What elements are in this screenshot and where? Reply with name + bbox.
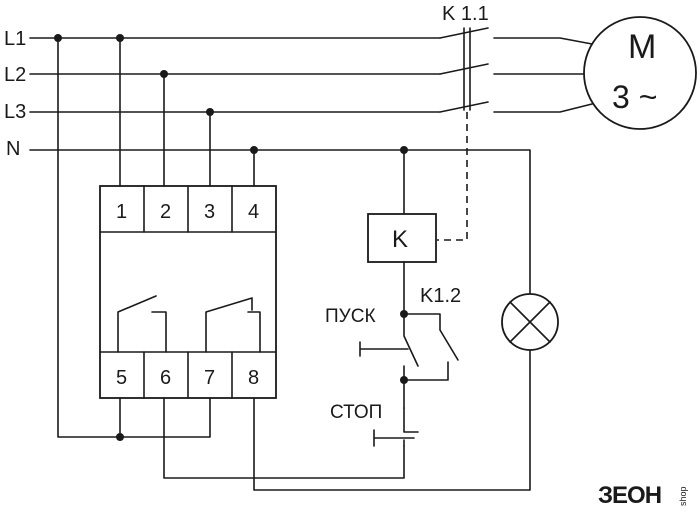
relay-bottom-dividers [143,351,233,399]
terminal-5: 5 [116,367,127,389]
coil-label: K [392,226,408,253]
label-l2: L2 [4,64,26,86]
relay-contact-right [205,297,261,353]
junction-l2-relay [160,70,168,78]
stop-button-contact [403,407,419,447]
aux-contact-k12 [403,313,459,381]
main-contactor: K 1.1 [437,3,593,241]
relay-module: 1 2 3 4 5 6 7 8 [99,185,277,399]
main-contact-l3-out [493,103,593,113]
relay-feed-wires [119,37,255,187]
indicator-lamp [501,293,559,351]
brand-suffix: shop [678,486,688,506]
relay-contact-left [117,295,167,353]
terminal-7: 7 [204,367,215,389]
motor-circle [583,16,697,130]
brand-watermark: ЗЕОН shop [598,482,688,509]
terminal-2: 2 [160,201,171,223]
junction-start-bottom [400,376,408,384]
stop-button-actuator [373,429,415,447]
control-circuit: K K1.2 ПУСК СТОП [325,146,461,447]
main-contact-l1-out [493,37,593,45]
junction-start-top [400,310,408,318]
junction-bottom-5 [116,433,124,441]
wire-6-to-stop [163,397,405,479]
brand-logo: ЗЕОН [598,482,661,509]
start-button-actuator [359,341,409,357]
aux-contact-label: K1.2 [420,285,461,307]
junction-l3-relay [206,108,214,116]
start-button-label: ПУСК [325,306,376,327]
motor: M 3 ~ [583,16,697,130]
relay-bottom-wires [57,37,405,479]
terminal-8: 8 [248,367,259,389]
motor-phase-label: 3 ~ [612,79,657,115]
supply-buses [29,37,531,491]
bus-n [29,149,531,491]
mechanical-link-dashed [437,112,468,241]
main-contactor-label: K 1.1 [442,3,489,25]
junction-coil-top [400,146,408,154]
terminal-6: 6 [160,367,171,389]
start-button-contact [403,313,419,381]
junction-dots [54,34,258,441]
terminal-3: 3 [204,201,215,223]
junction-n-relay [250,146,258,154]
relay-top-dividers [143,185,233,233]
junction-l1-relay [116,34,124,42]
motor-symbol: M [628,28,656,66]
label-l1: L1 [4,28,26,50]
coil-k [367,213,437,263]
stop-button-label: СТОП [330,402,382,423]
label-l3: L3 [4,101,26,123]
terminal-4: 4 [248,201,259,223]
junction-l1-left [54,34,62,42]
terminal-1: 1 [116,201,127,223]
wire-l1-return [57,37,211,438]
label-n: N [6,138,20,160]
line-labels: L1 L2 L3 N [4,28,26,160]
lamp-cross [509,301,551,343]
